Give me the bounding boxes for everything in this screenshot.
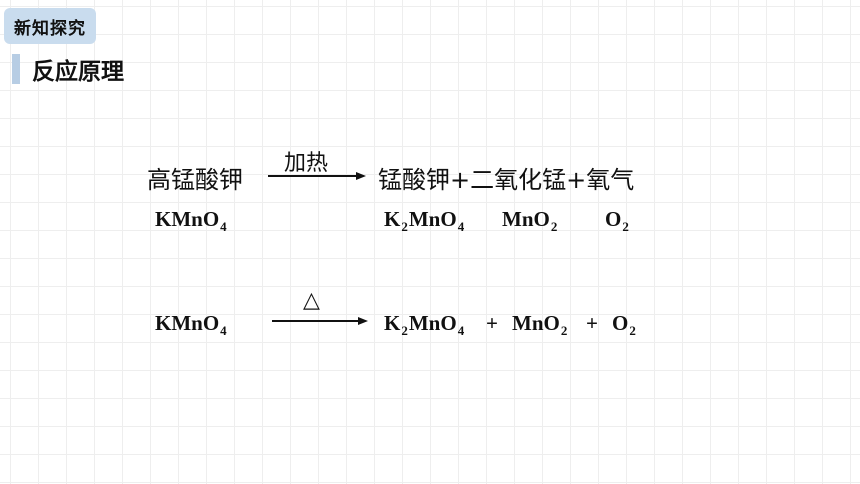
word-condition: 加热 (284, 151, 329, 176)
formula-product-potassium-manganate: K2MnO4 (384, 207, 465, 234)
equation-product-manganese-dioxide: MnO2 (512, 311, 568, 338)
formula-reactant: KMnO4 (155, 207, 227, 234)
section-tag: 新知探究 (4, 8, 96, 44)
word-reactant: 高锰酸钾 (147, 166, 243, 194)
equation-product-oxygen: O2 (612, 311, 636, 338)
equation-reaction-arrow (272, 317, 368, 325)
equation-product-potassium-manganate: K2MnO4 (384, 311, 465, 338)
heat-triangle-icon: △ (303, 288, 320, 313)
word-reaction-arrow (268, 172, 366, 180)
equation-plus-2: + (586, 311, 598, 335)
formula-product-manganese-dioxide: MnO2 (502, 207, 558, 234)
section-tag-label: 新知探究 (14, 18, 86, 39)
page-title: 反应原理 (32, 59, 124, 85)
formula-product-oxygen: O2 (605, 207, 629, 234)
heading-accent-bar (12, 54, 20, 84)
equation-plus-1: + (486, 311, 498, 335)
equation-reactant: KMnO4 (155, 311, 227, 338)
word-products: 锰酸钾+二氧化锰+氧气 (378, 166, 635, 194)
